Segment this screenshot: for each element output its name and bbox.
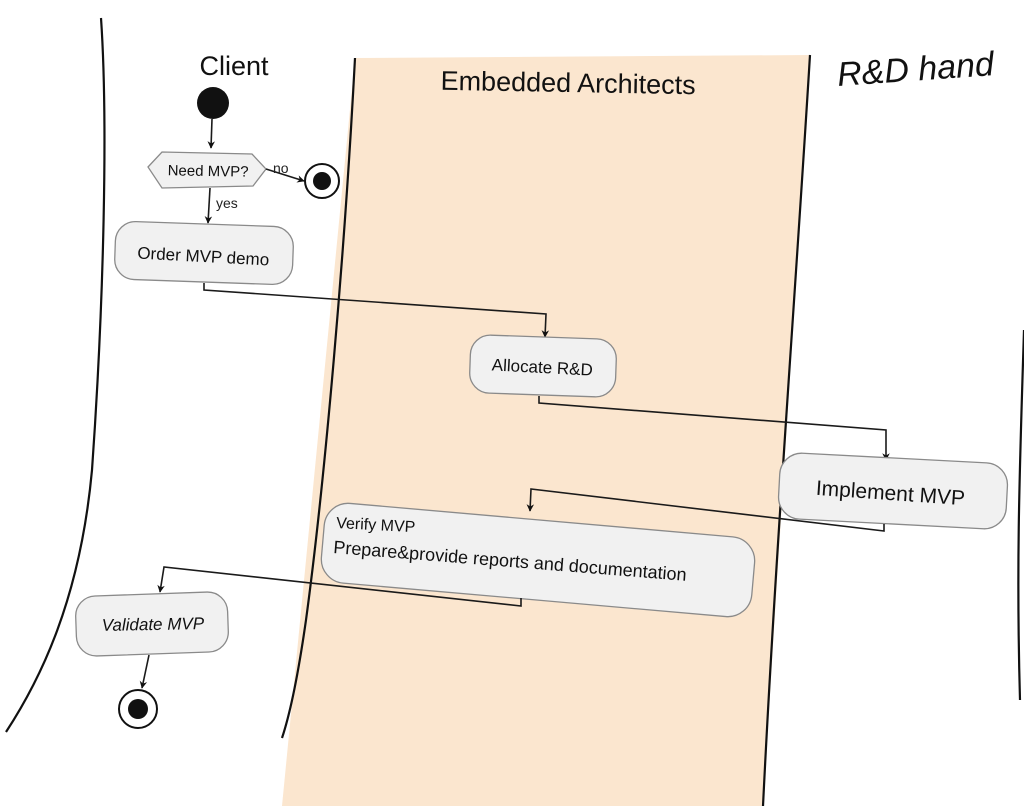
lane-border-client-architects (280, 57, 357, 739)
lane-title-architects: Embedded Architects (440, 66, 696, 100)
final-node-center (128, 699, 148, 719)
flow-no-branch (265, 168, 305, 183)
action-allocate-rnd (469, 334, 617, 398)
action-order-mvp-demo (114, 220, 294, 286)
lane-border-client-left (5, 17, 106, 733)
lane-background-architects (282, 55, 810, 806)
edge-label-yes: yes (216, 195, 238, 211)
lane-title-rnd: R&D hand (836, 45, 996, 94)
flow-order-to-allocate (203, 283, 550, 338)
edge-label-no: no (273, 160, 289, 176)
flow-allocate-to-implement (538, 396, 890, 461)
action-validate-label: Validate MVP (102, 614, 205, 635)
flow-implement-to-verify (526, 488, 885, 532)
final-node-no-center (313, 172, 331, 190)
flow-validate-to-end (139, 654, 150, 689)
action-verify-label-line1: Verify MVP (336, 515, 416, 536)
action-verify-mvp (320, 502, 756, 618)
start-node (197, 87, 229, 119)
flow-yes-branch (204, 187, 213, 224)
lane-border-rnd-right (1017, 329, 1024, 701)
flow-start-to-decision (207, 118, 215, 149)
lane-border-architects-rnd (761, 54, 812, 806)
flow-verify-to-validate (157, 566, 522, 607)
lane-title-client: Client (199, 51, 269, 81)
action-implement-mvp (777, 452, 1009, 530)
action-validate-mvp (75, 591, 229, 657)
decision-label: Need MVP? (167, 162, 248, 180)
